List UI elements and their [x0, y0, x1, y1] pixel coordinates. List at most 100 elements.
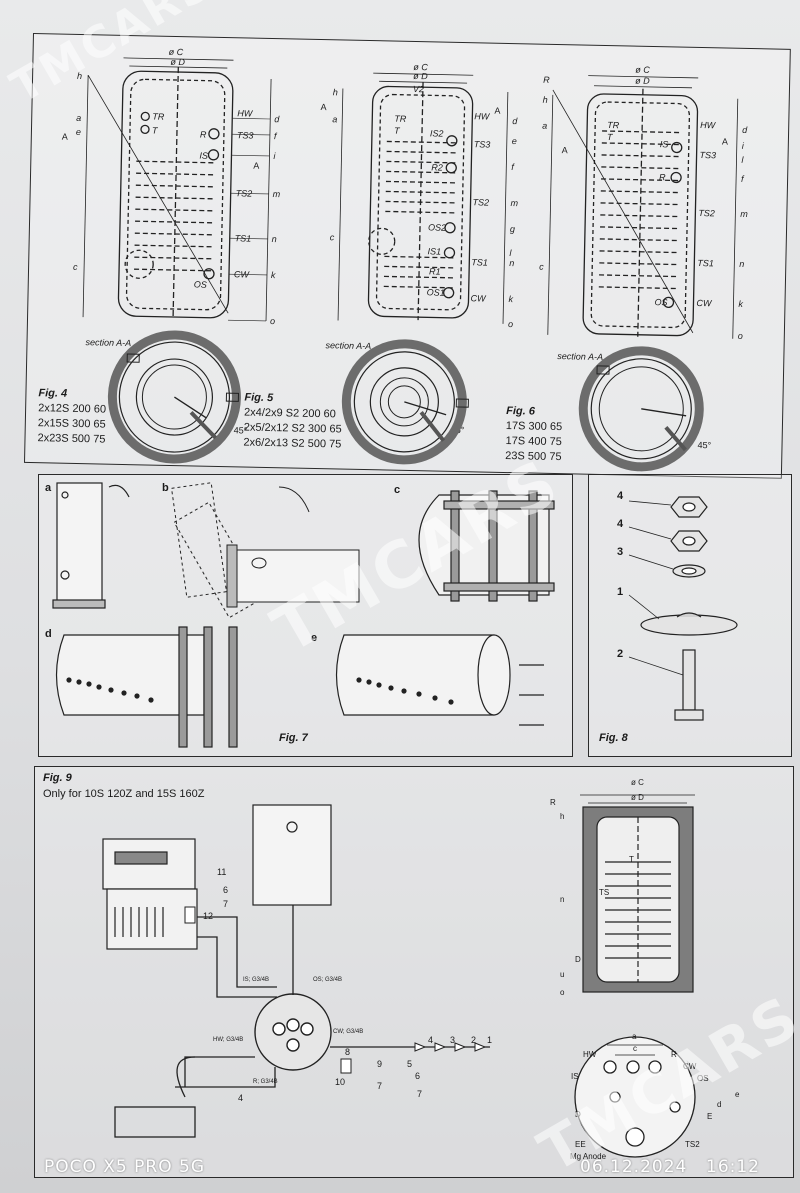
fig5-label-e: e — [512, 136, 517, 146]
fig6-label-oc: ø C — [635, 65, 650, 75]
fig5-label-cw: CW — [470, 293, 487, 303]
fig9-num-11: 11 — [217, 867, 226, 877]
fig5-label-n: n — [509, 258, 514, 268]
panel-fig-8: 4 4 3 1 2 Fig. 8 — [588, 474, 792, 757]
fig9-sec-r: R — [550, 798, 556, 807]
fig6-model-1: 17S 300 65 — [505, 419, 563, 434]
fig5-label-h: h — [333, 87, 338, 97]
fig9-top-a: a — [632, 1032, 637, 1041]
fig9-num-3: 3 — [450, 1035, 455, 1045]
fig9-num-1: 1 — [487, 1035, 492, 1045]
fig9-top-ee: EE — [575, 1140, 586, 1149]
fig9-tank-top — [254, 993, 332, 1071]
fig4-label-r: R — [200, 130, 207, 140]
fig4-label-a-arrow: A — [62, 132, 68, 142]
fig6-label-cw: CW — [696, 298, 713, 308]
fig4-label-n: n — [272, 234, 277, 244]
fig9-sec-od: ø D — [631, 793, 644, 802]
fig9-num-7: 7 — [223, 899, 228, 909]
fig5-label-l: l — [509, 248, 512, 258]
fig6-title: Fig. 6 — [506, 404, 536, 418]
fig5-tank — [337, 72, 509, 324]
fig9-valves — [184, 906, 487, 1074]
fig9-sec-n: n — [560, 895, 564, 904]
fig5-labels: ø C ø D V2 a c h TR T IS2 HW TS3 R2 TS2 … — [320, 62, 518, 435]
fig5-model-3: 2x6/2x13 S2 500 75 — [243, 436, 342, 451]
fig9-top-e-big: E — [707, 1112, 712, 1121]
fig5-label-is1: IS1 — [427, 246, 441, 256]
fig8-part-4b: 4 — [617, 518, 624, 530]
fig9-top-ts2: TS2 — [685, 1140, 700, 1149]
fig9-schematic: IS; G3/4B OS; G3/4B HW; G3/4B CW; G3/4B … — [102, 778, 740, 1161]
fig7-step-a — [52, 482, 130, 609]
fig5-caption: Fig. 5 2x4/2x9 S2 200 60 2x5/2x12 S2 300… — [243, 391, 342, 453]
fig7-step-a-label: a — [45, 482, 52, 494]
fig7-step-e-label: e — [311, 632, 318, 644]
fig7-step-d — [55, 626, 238, 748]
fig9-conn-is: IS; G3/4B — [243, 977, 269, 983]
fig9-subtitle: Only for 10S 120Z and 15S 160Z — [43, 788, 205, 800]
fig4-label-e: e — [76, 127, 81, 137]
fig5-label-a: a — [332, 114, 337, 124]
fig6-label-d: d — [742, 125, 748, 135]
fig9-top-c: c — [633, 1044, 637, 1053]
fig6-label-k: k — [738, 299, 743, 309]
fig5-label-d: d — [512, 116, 518, 126]
fig4-label-m: m — [273, 189, 281, 199]
fig4-label-o: o — [270, 316, 275, 326]
fig9-sec-t: T — [629, 855, 634, 864]
fig6-tank — [547, 75, 739, 339]
fig6-label-o: o — [738, 331, 743, 341]
fig6-section-label: section A-A — [557, 351, 603, 362]
panel-fig-7: a b c d e Fig. 7 — [38, 474, 573, 757]
fig9-num-6b: 6 — [415, 1071, 420, 1081]
fig5-label-os1: OS1 — [427, 287, 445, 297]
fig9-conn-hw: HW; G3/4B — [213, 1037, 243, 1043]
fig5-label-o: o — [508, 319, 513, 329]
fig4-section-label: section A-A — [85, 337, 131, 348]
fig6-label-os: OS — [654, 297, 667, 307]
fig5-label-v2: V2 — [413, 84, 424, 94]
camera-time-stamp: 16:12 — [706, 1157, 760, 1177]
fig5-label-a-arrow: A — [320, 102, 326, 112]
fig6-label-m: m — [740, 209, 748, 219]
fig4-label-ts1: TS1 — [235, 233, 252, 243]
fig9-boiler — [102, 838, 198, 950]
fig4-label-os: OS — [194, 279, 207, 289]
fig6-labels: ø C ø D R h a c TR T IS HW TS3 R TS2 TS1… — [539, 65, 748, 451]
fig6-label-f: f — [741, 174, 745, 184]
fig7-drawings — [52, 482, 555, 748]
fig9-sec-u: u — [560, 970, 564, 979]
fig9-top-hw: HW — [583, 1050, 597, 1059]
fig9-num-9: 9 — [377, 1059, 382, 1069]
fig5-label-k: k — [508, 294, 513, 304]
fig9-num-10: 10 — [335, 1077, 345, 1087]
fig4-label-t: T — [152, 126, 159, 136]
fig4-label-hw: HW — [237, 108, 254, 118]
fig4-section — [107, 330, 241, 464]
camera-date-stamp: 06.12.2024 — [580, 1157, 688, 1177]
fig6-label-tr: TR — [607, 120, 620, 130]
fig6-label-t: T — [607, 132, 614, 142]
fig5-label-ts1: TS1 — [471, 257, 488, 267]
fig4-label-c: c — [73, 262, 78, 272]
fig6-label-od: ø D — [635, 76, 650, 86]
fig6-label-is: IS — [660, 139, 669, 149]
fig9-num-4b: 4 — [428, 1035, 433, 1045]
fig9-sec-o: o — [560, 988, 565, 997]
fig9-conn-cw: CW; G3/4B — [333, 1029, 363, 1035]
fig4-label-h: h — [77, 71, 82, 81]
fig4-label-is: IS — [199, 151, 208, 161]
fig4-caption: Fig. 4 2x12S 200 60 2x15S 300 65 2x23S 5… — [37, 386, 106, 447]
fig7-step-e — [335, 634, 544, 726]
fig9-top-mg-anode: Mg Anode — [570, 1152, 607, 1161]
fig8-title: Fig. 8 — [599, 732, 628, 744]
fig9-top-r: R — [671, 1050, 677, 1059]
fig9-num-7c: 7 — [417, 1089, 422, 1099]
fig6-label-i: i — [742, 141, 745, 151]
fig6-label-ts1: TS1 — [697, 258, 714, 268]
fig5-label-c: c — [330, 232, 335, 242]
fig9-top-os: OS — [697, 1074, 709, 1083]
fig5-section-label: section A-A — [325, 340, 371, 351]
